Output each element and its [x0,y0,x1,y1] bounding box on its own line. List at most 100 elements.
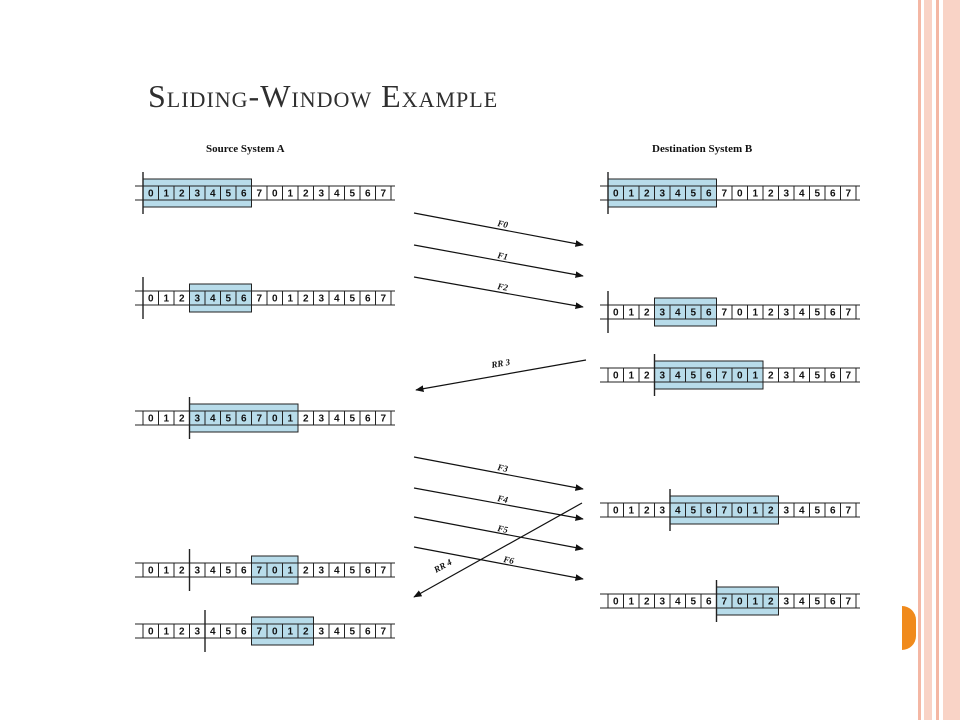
sequence-number: 1 [287,294,293,305]
sequence-number: 2 [303,566,309,577]
sequence-number: 4 [334,189,340,200]
sequence-number: 5 [690,308,696,319]
sequence-number: 2 [179,627,185,638]
sequence-number: 3 [659,189,665,200]
sequence-number: 7 [256,414,262,425]
sequence-number: 5 [814,189,820,200]
sequence-number: 1 [287,566,293,577]
sequence-number: 2 [768,597,774,608]
sequence-number: 1 [752,506,758,517]
sequence-number: 3 [659,308,665,319]
sequence-number: 0 [148,294,154,305]
sequence-number: 1 [628,597,634,608]
sequence-number: 3 [783,371,789,382]
sequence-number: 1 [287,414,293,425]
sequence-number: 4 [210,414,216,425]
sequence-number: 1 [163,294,169,305]
sequence-number: 0 [272,294,278,305]
message-arrow: F5 [413,516,584,551]
sequence-number: 6 [241,189,247,200]
sliding-window [607,178,717,208]
sequence-number: 2 [179,414,185,425]
sequence-number: 0 [737,597,743,608]
message-arrow: F2 [413,276,584,309]
sequence-number: 6 [365,294,371,305]
sequence-number: 0 [613,371,619,382]
sequence-number: 2 [644,597,650,608]
sequence-number: 6 [365,414,371,425]
sequence-number: 5 [225,189,231,200]
message-label: F3 [496,462,510,474]
frame-stripe-2 [924,0,932,720]
sequence-number: 6 [365,627,371,638]
sequence-number: 3 [783,506,789,517]
sequence-number: 5 [349,566,355,577]
sequence-number: 6 [241,566,247,577]
sequence-number: 7 [721,189,727,200]
sequence-number: 7 [380,189,386,200]
sequence-number: 7 [845,597,851,608]
sequence-number: 0 [272,414,278,425]
sequence-number: 0 [148,189,154,200]
sequence-number: 3 [194,294,200,305]
sequence-number: 0 [737,189,743,200]
sequence-number: 4 [210,566,216,577]
sequence-number: 4 [210,294,216,305]
sequence-number: 2 [768,371,774,382]
sequence-number: 3 [318,294,324,305]
sequence-number: 3 [318,566,324,577]
sequence-number: 0 [272,189,278,200]
sequence-number: 5 [349,189,355,200]
sequence-number: 3 [194,414,200,425]
sequence-number: 6 [830,597,836,608]
sequence-number: 1 [752,308,758,319]
sequence-number: 1 [628,308,634,319]
sequence-number: 4 [675,308,681,319]
sequence-number: 5 [349,294,355,305]
sequence-number: 6 [706,308,712,319]
sequence-number: 4 [675,189,681,200]
sequence-number: 3 [783,308,789,319]
sequence-number: 2 [179,566,185,577]
sequence-number: 6 [241,414,247,425]
sequence-number: 5 [225,566,231,577]
sequence-number: 5 [690,597,696,608]
sequence-number: 7 [845,506,851,517]
sequence-number: 0 [613,506,619,517]
sequence-number: 4 [799,189,805,200]
sequence-number: 2 [768,308,774,319]
sequence-number: 7 [721,371,727,382]
sequence-number: 6 [706,371,712,382]
sequence-number: 5 [814,506,820,517]
sequence-number: 0 [613,597,619,608]
sequence-number: 5 [814,597,820,608]
sequence-number: 1 [628,189,634,200]
sequence-number: 0 [148,414,154,425]
message-arrow: F6 [413,546,584,581]
sequence-number: 5 [349,627,355,638]
sequence-number: 2 [644,371,650,382]
message-label: RR 4 [431,557,454,576]
sliding-window [251,555,299,585]
sequence-number: 3 [318,627,324,638]
sequence-number: 7 [721,597,727,608]
message-arrow: RR 3 [415,357,587,392]
sequence-number: 4 [799,308,805,319]
sequence-number: 7 [721,308,727,319]
sequence-number: 6 [830,371,836,382]
sequence-number: 2 [644,506,650,517]
message-label: RR 3 [490,357,512,370]
sequence-number: 5 [690,189,696,200]
sequence-number: 7 [845,189,851,200]
sequence-number: 5 [690,506,696,517]
diagram-area [100,128,885,668]
sequence-number: 3 [659,371,665,382]
sequence-number: 6 [830,506,836,517]
sequence-number: 2 [644,308,650,319]
